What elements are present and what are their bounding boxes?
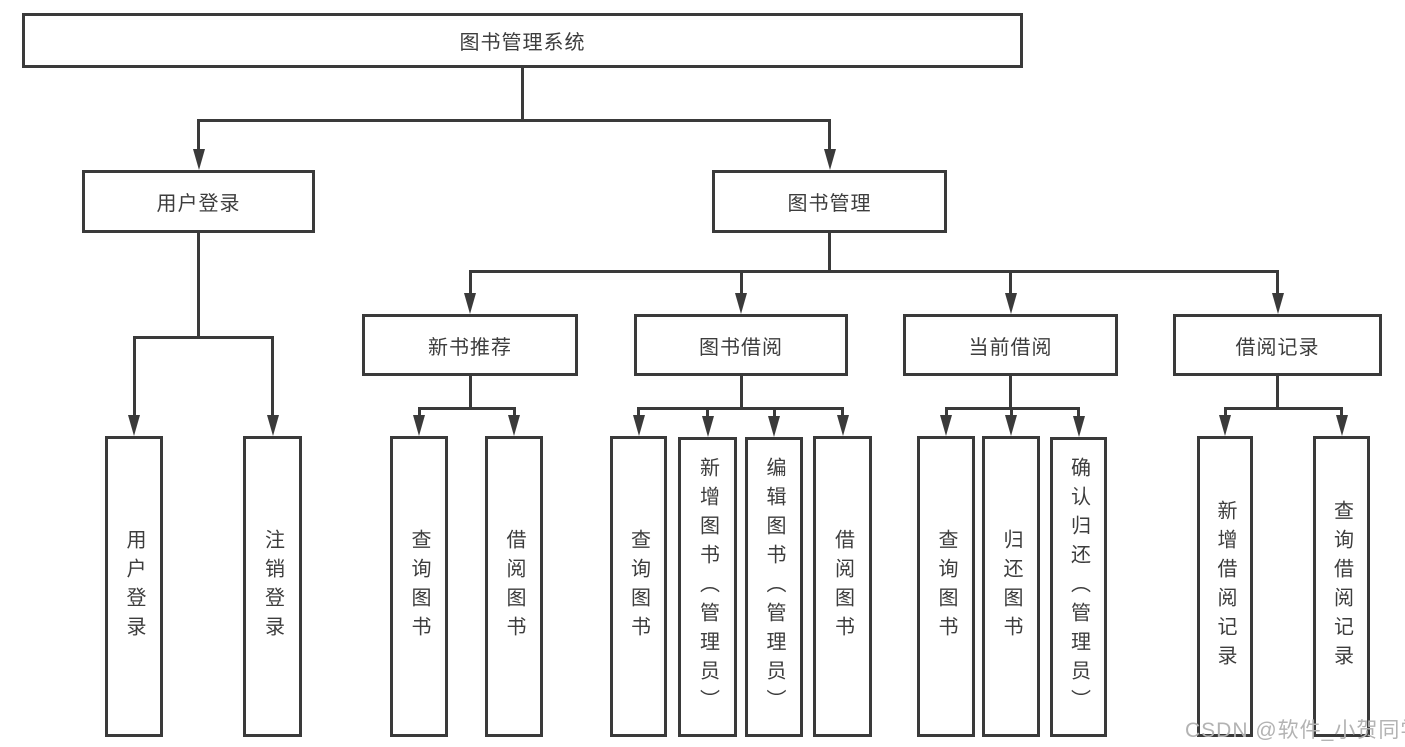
node-query-books-1: 查询图书 <box>390 436 448 737</box>
node-label-add-books: 新增图书（管理员） <box>696 456 719 718</box>
node-label-confirm-return: 确认归还（管理员） <box>1067 456 1090 718</box>
node-label-query-books-3: 查询图书 <box>935 528 957 645</box>
node-label-book-borrow: 图书借阅 <box>699 336 783 359</box>
arrowhead-query-books-1 <box>413 415 425 436</box>
node-label-borrow-records: 借阅记录 <box>1235 336 1320 359</box>
node-query-books-3: 查询图书 <box>917 436 975 737</box>
connector-drop-query-books-1 <box>417 407 421 417</box>
node-confirm-return: 确认归还（管理员） <box>1050 437 1107 737</box>
connector-drop-book-mgmt <box>828 119 831 151</box>
node-label-add-borrow-record: 新增借阅记录 <box>1214 499 1236 674</box>
node-borrow-records: 借阅记录 <box>1173 314 1382 376</box>
arrowhead-user-login <box>192 149 205 170</box>
arrowhead-borrow-books-2 <box>836 415 849 436</box>
node-label-book-mgmt: 图书管理 <box>787 193 872 215</box>
node-label-login: 用户登录 <box>123 528 145 645</box>
arrowhead-query-borrow-record <box>1335 415 1348 436</box>
connector-stem-user-login <box>197 233 200 339</box>
node-edit-books: 编辑图书（管理员） <box>745 437 803 737</box>
connector-drop-edit-books <box>772 407 776 418</box>
connector-stem-root <box>521 68 524 122</box>
watermark: CSDN @软件_小贺同学 <box>1185 719 1405 742</box>
connector-stem-book-mgmt <box>828 233 831 273</box>
node-label-new-book-rec: 新书推荐 <box>428 336 512 359</box>
connector-drop-add-borrow-record <box>1223 407 1227 417</box>
node-book-mgmt: 图书管理 <box>712 170 947 233</box>
node-add-borrow-record: 新增借阅记录 <box>1197 436 1253 737</box>
connector-bar-user-login <box>132 336 274 339</box>
node-query-books-2: 查询图书 <box>610 436 667 737</box>
connector-bar-book-mgmt <box>468 270 1279 273</box>
arrowhead-query-books-2 <box>632 415 645 436</box>
node-label-current-borrow: 当前借阅 <box>968 336 1053 359</box>
node-label-borrow-books-2: 借阅图书 <box>831 528 854 645</box>
connector-drop-query-borrow-record <box>1340 407 1343 417</box>
arrowhead-add-books <box>701 416 714 437</box>
node-label-edit-books: 编辑图书（管理员） <box>763 456 785 718</box>
connector-bar-borrow-records <box>1223 407 1343 410</box>
connector-stem-new-book-rec <box>468 376 472 410</box>
node-label-root: 图书管理系统 <box>459 32 586 54</box>
connector-drop-query-books-3 <box>944 407 948 417</box>
connector-drop-borrow-books-2 <box>841 407 844 417</box>
node-book-borrow: 图书借阅 <box>634 314 848 376</box>
arrowhead-return-books <box>1005 415 1017 436</box>
connector-drop-login <box>132 336 136 417</box>
arrowhead-current-borrow <box>1004 293 1017 314</box>
node-login: 用户登录 <box>105 436 163 737</box>
node-label-query-books-2: 查询图书 <box>627 528 650 645</box>
connector-stem-current-borrow <box>1009 376 1012 410</box>
node-return-books: 归还图书 <box>982 436 1040 737</box>
connector-drop-query-books-2 <box>637 407 640 417</box>
node-label-query-borrow-record: 查询借阅记录 <box>1330 499 1353 674</box>
arrowhead-confirm-return <box>1072 416 1085 437</box>
connector-drop-current-borrow <box>1009 270 1012 295</box>
node-root: 图书管理系统 <box>22 13 1023 68</box>
arrowhead-book-mgmt <box>823 149 836 170</box>
connector-drop-logout <box>271 336 274 417</box>
connector-drop-book-borrow <box>739 270 743 295</box>
arrowhead-logout <box>266 415 279 436</box>
node-add-books: 新增图书（管理员） <box>678 437 737 737</box>
node-query-borrow-record: 查询借阅记录 <box>1313 436 1370 737</box>
arrowhead-book-borrow <box>735 293 747 314</box>
node-label-return-books: 归还图书 <box>1000 528 1022 645</box>
connector-drop-user-login <box>197 119 200 151</box>
connector-bar-root <box>197 119 831 122</box>
arrowhead-borrow-books-1 <box>508 415 520 436</box>
connector-bar-new-book-rec <box>417 407 516 410</box>
arrowhead-query-books-3 <box>940 415 952 436</box>
connector-drop-return-books <box>1009 407 1013 417</box>
connector-drop-borrow-records <box>1276 270 1279 295</box>
node-new-book-rec: 新书推荐 <box>362 314 578 376</box>
connector-drop-confirm-return <box>1077 407 1080 418</box>
node-borrow-books-1: 借阅图书 <box>485 436 543 737</box>
arrowhead-edit-books <box>768 416 780 437</box>
node-label-user-login: 用户登录 <box>156 193 241 215</box>
node-label-logout: 注销登录 <box>261 528 284 645</box>
connector-drop-add-books <box>706 407 709 418</box>
connector-stem-book-borrow <box>739 376 743 410</box>
node-borrow-books-2: 借阅图书 <box>813 436 872 737</box>
arrowhead-new-book-rec <box>464 293 476 314</box>
node-user-login: 用户登录 <box>82 170 315 233</box>
connector-stem-borrow-records <box>1276 376 1279 410</box>
connector-bar-book-borrow <box>637 407 844 410</box>
node-logout: 注销登录 <box>243 436 302 737</box>
arrowhead-login <box>128 415 140 436</box>
node-current-borrow: 当前借阅 <box>903 314 1118 376</box>
arrowhead-borrow-records <box>1271 293 1284 314</box>
connector-drop-new-book-rec <box>468 270 472 295</box>
node-label-borrow-books-1: 借阅图书 <box>503 528 525 645</box>
connector-drop-borrow-books-1 <box>512 407 516 417</box>
arrowhead-add-borrow-record <box>1219 415 1231 436</box>
node-label-query-books-1: 查询图书 <box>408 528 430 645</box>
